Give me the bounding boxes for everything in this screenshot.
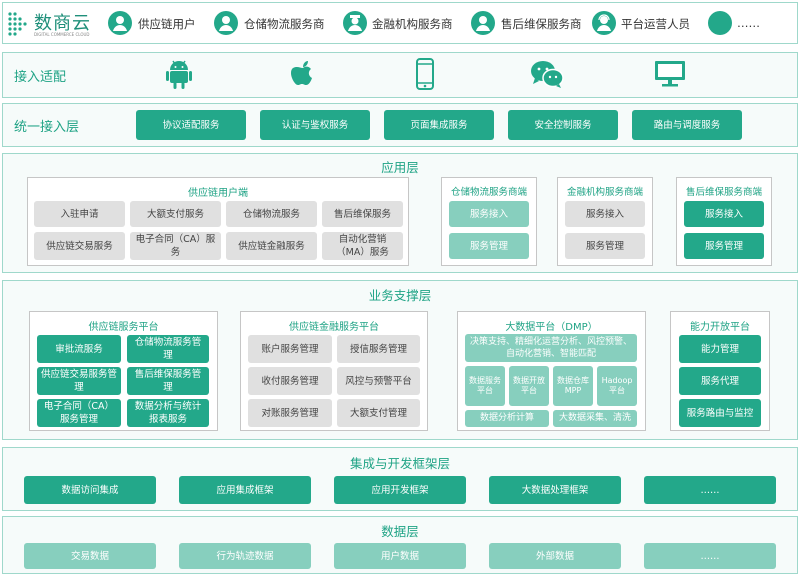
tile-aftersale[interactable]: 售后维保服务 <box>322 201 403 227</box>
auth-service[interactable]: 认证与鉴权服务 <box>260 110 370 140</box>
capability-manage[interactable]: 能力管理 <box>679 335 761 363</box>
role-warehouse[interactable]: 仓储物流服务商 <box>244 17 325 31</box>
user-icon <box>214 11 238 35</box>
data-analytics-report[interactable]: 数据分析与统计报表服务 <box>127 399 209 427</box>
data-service-platform[interactable]: 数据服务平台 <box>465 366 505 406</box>
warehouse-access[interactable]: 服务接入 <box>449 201 529 227</box>
data-access-integration[interactable]: 数据访问集成 <box>24 476 156 504</box>
reconcile-service-manage[interactable]: 对账服务管理 <box>248 399 332 427</box>
more-icon <box>708 11 732 35</box>
finance-panel-title: 金融机构服务商端 <box>566 187 643 198</box>
mobile-phone-icon <box>416 58 434 90</box>
role-aftersale[interactable]: 售后维保服务商 <box>501 17 582 31</box>
role-more[interactable]: …… <box>737 16 760 30</box>
apple-icon <box>291 61 312 85</box>
credit-service-manage[interactable]: 授信服务管理 <box>337 335 420 363</box>
app-dev-framework[interactable]: 应用开发框架 <box>334 476 466 504</box>
logo-mark-icon <box>8 12 27 36</box>
routing-service[interactable]: 路由与调度服务 <box>632 110 742 140</box>
data-layer-title: 数据层 <box>381 524 419 539</box>
data-open-platform[interactable]: 数据开放平台 <box>509 366 549 406</box>
role-supply-user[interactable]: 供应链用户 <box>138 17 196 31</box>
behavior-track-data[interactable]: 行为轨迹数据 <box>179 543 311 569</box>
bigdata-collect-clean[interactable]: 大数据采集、清洗 <box>553 410 637 427</box>
aftersale-manage[interactable]: 服务管理 <box>684 233 764 259</box>
account-service-manage[interactable]: 账户服务管理 <box>248 335 332 363</box>
tile-settle-apply[interactable]: 入驻申请 <box>34 201 125 227</box>
operator-icon <box>592 11 616 35</box>
aftersale-access[interactable]: 服务接入 <box>684 201 764 227</box>
data-analysis-compute[interactable]: 数据分析计算 <box>465 410 549 427</box>
user-data[interactable]: 用户数据 <box>334 543 466 569</box>
service-proxy[interactable]: 服务代理 <box>679 367 761 395</box>
brand-logo: 数商云 DIGITAL COMMERCE CLOUD <box>6 9 96 39</box>
scm-platform-title: 供应链服务平台 <box>88 322 159 333</box>
tile-supply-trade[interactable]: 供应链交易服务 <box>34 232 125 260</box>
brand-name: 数商云 <box>34 13 91 34</box>
banker-icon <box>343 11 367 35</box>
large-payment-manage[interactable]: 大额支付管理 <box>337 399 420 427</box>
warehouse-panel-title: 仓储物流服务商端 <box>450 187 527 198</box>
brand-tagline: DIGITAL COMMERCE CLOUD <box>34 32 90 37</box>
user-icon <box>471 11 495 35</box>
approval-flow-service[interactable]: 审批流服务 <box>37 335 121 363</box>
tile-e-contract[interactable]: 电子合同（CA）服务 <box>130 232 221 260</box>
access-title: 接入适配 <box>14 70 67 85</box>
role-finance[interactable]: 金融机构服务商 <box>372 17 453 31</box>
android-icon <box>166 60 192 89</box>
trade-data[interactable]: 交易数据 <box>24 543 156 569</box>
capability-platform-title: 能力开放平台 <box>690 322 750 333</box>
tile-large-payment[interactable]: 大额支付服务 <box>130 201 221 227</box>
tile-auto-marketing[interactable]: 自动化营销（MA）服务 <box>322 232 403 260</box>
integration-title: 集成与开发框架层 <box>349 456 450 471</box>
dmp-decision-support[interactable]: 决策支持、精细化运营分析、风控预警、自动化营销、智能匹配 <box>465 334 637 362</box>
integration-more[interactable]: …… <box>644 476 776 504</box>
finance-platform-title: 供应链金融服务平台 <box>289 322 379 333</box>
aftersale-panel-title: 售后维保服务商端 <box>685 187 762 198</box>
data-more[interactable]: …… <box>644 543 776 569</box>
data-warehouse-mpp[interactable]: 数据仓库MPP <box>553 366 593 406</box>
security-control-service[interactable]: 安全控制服务 <box>508 110 618 140</box>
business-support-title: 业务支撑层 <box>368 288 432 303</box>
roles-bar <box>2 2 798 44</box>
role-operator[interactable]: 平台运营人员 <box>621 17 690 31</box>
supply-user-title: 供应链用户端 <box>188 188 248 199</box>
page-integration-service[interactable]: 页面集成服务 <box>384 110 494 140</box>
hadoop-platform[interactable]: Hadoop平台 <box>597 366 637 406</box>
bigdata-framework[interactable]: 大数据处理框架 <box>489 476 621 504</box>
application-title: 应用层 <box>381 160 419 175</box>
payment-service-manage[interactable]: 收付服务管理 <box>248 367 332 395</box>
aftersale-service-manage[interactable]: 售后维保服务管理 <box>127 367 209 395</box>
app-integration-framework[interactable]: 应用集成框架 <box>179 476 311 504</box>
dmp-title: 大数据平台（DMP） <box>505 322 598 333</box>
tile-warehouse-logistics[interactable]: 仓储物流服务 <box>226 201 317 227</box>
warehouse-manage[interactable]: 服务管理 <box>449 233 529 259</box>
user-icon <box>108 11 132 35</box>
wechat-icon <box>531 61 564 88</box>
finance-manage[interactable]: 服务管理 <box>565 233 645 259</box>
service-routing-monitor[interactable]: 服务路由与监控 <box>679 399 761 427</box>
unified-title: 统一接入层 <box>14 120 80 135</box>
protocol-adapt-service[interactable]: 协议适配服务 <box>136 110 246 140</box>
external-data[interactable]: 外部数据 <box>489 543 621 569</box>
supply-trade-manage[interactable]: 供应链交易服务管理 <box>37 367 121 395</box>
tile-supply-finance[interactable]: 供应链金融服务 <box>226 232 317 260</box>
finance-access[interactable]: 服务接入 <box>565 201 645 227</box>
desktop-monitor-icon <box>655 61 685 87</box>
e-contract-manage[interactable]: 电子合同（CA）服务管理 <box>37 399 121 427</box>
warehouse-service-manage[interactable]: 仓储物流服务管理 <box>127 335 209 363</box>
risk-warning-platform[interactable]: 风控与预警平台 <box>337 367 420 395</box>
